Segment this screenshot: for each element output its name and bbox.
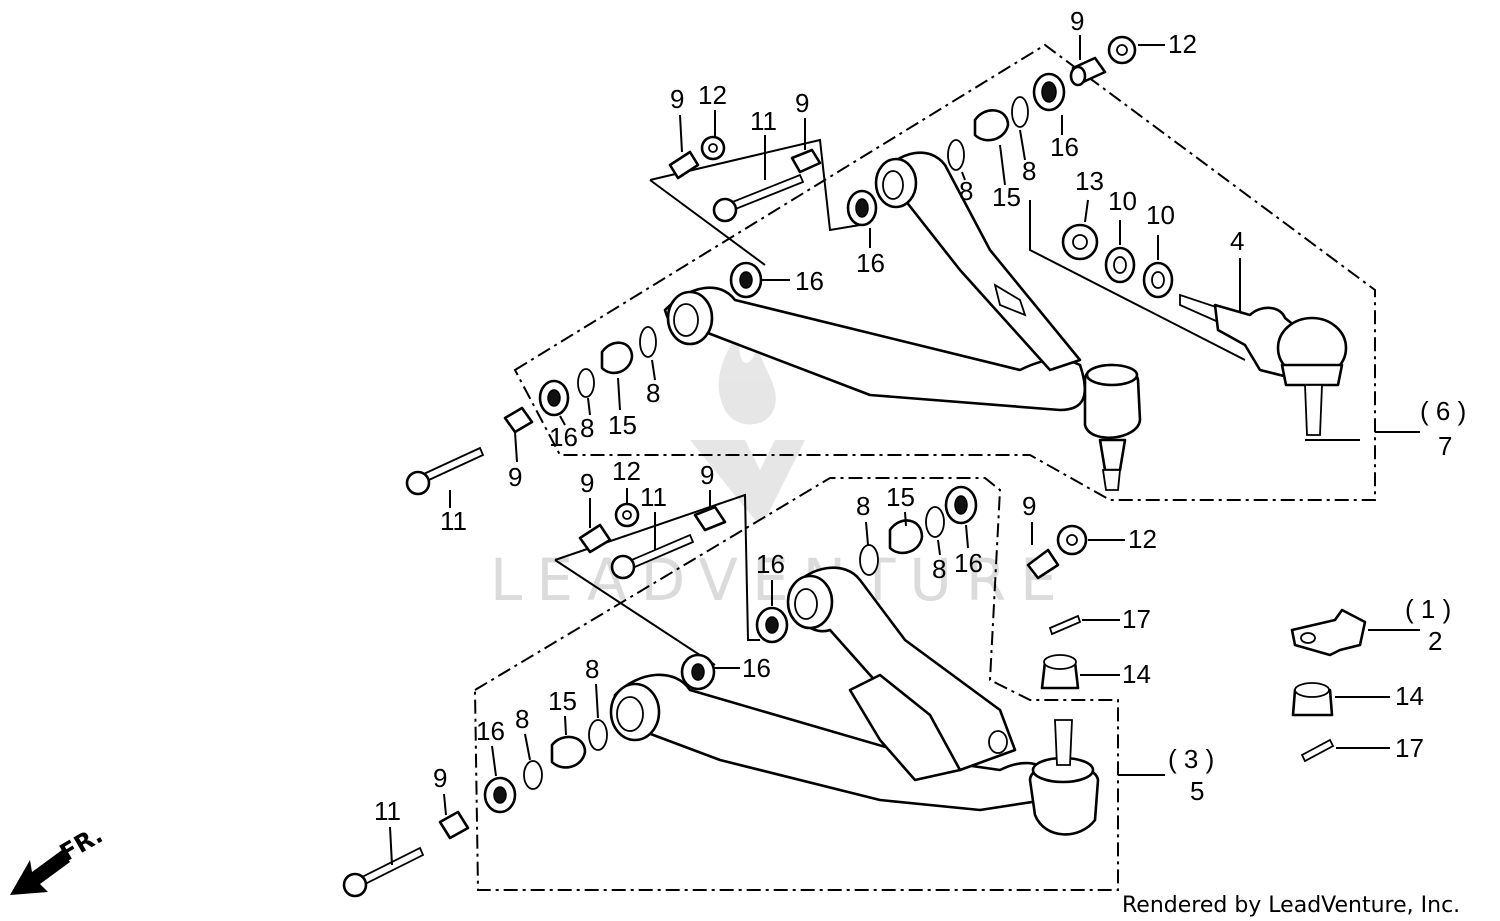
callout-12: 12 <box>1128 524 1157 554</box>
callout-12: 12 <box>612 456 641 486</box>
callout-8: 8 <box>580 413 594 443</box>
callout-15: 15 <box>548 686 577 716</box>
upper-arm-assembly: 9 12 9 12 11 9 16 8 8 15 13 10 10 4 16 1… <box>405 6 1466 536</box>
front-arrow-icon <box>10 850 70 895</box>
upper-hardware <box>405 35 1174 496</box>
callout-16: 16 <box>1050 132 1079 162</box>
callout-9: 9 <box>580 468 594 498</box>
front-direction-indicator: FR. <box>10 821 107 895</box>
leader <box>1019 129 1026 161</box>
leader <box>389 826 393 866</box>
callout-16: 16 <box>742 653 771 683</box>
callout-14: 14 <box>1122 659 1151 689</box>
callout-3: ( 3 ) <box>1168 744 1214 774</box>
cotter-pin <box>1300 738 1335 763</box>
side-parts: ( 1 ) 2 14 17 <box>1290 594 1451 763</box>
callout-16: 16 <box>476 716 505 746</box>
callout-11: 11 <box>374 796 401 826</box>
callout-9: 9 <box>795 88 809 118</box>
callout-10: 10 <box>1108 186 1137 216</box>
callout-8: 8 <box>515 704 529 734</box>
callout-2: 2 <box>1428 626 1442 656</box>
callout-13: 13 <box>1075 166 1104 196</box>
callout-12: 12 <box>1168 29 1197 59</box>
leader <box>617 377 621 411</box>
callout-8: 8 <box>856 491 870 521</box>
callout-16: 16 <box>856 248 885 278</box>
credit-text: Rendered by LeadVenture, Inc. <box>1122 893 1460 918</box>
leader <box>524 733 531 761</box>
leadventure-watermark: LEADVENTURE <box>490 330 1057 614</box>
callout-8: 8 <box>1022 156 1036 186</box>
leader <box>679 114 683 153</box>
leader <box>999 144 1006 186</box>
callout-4: 4 <box>1230 226 1244 256</box>
leader <box>649 179 766 266</box>
callout-11: 11 <box>640 482 667 512</box>
leader <box>564 715 567 736</box>
callout-17: 17 <box>1395 733 1424 763</box>
lower-a-arm <box>609 566 1100 836</box>
bracket-part <box>1290 608 1367 657</box>
lower-dashed-outline <box>473 477 1119 891</box>
callout-8: 8 <box>932 554 946 584</box>
leader <box>965 524 969 549</box>
callout-1: ( 1 ) <box>1405 594 1451 624</box>
callout-15: 15 <box>992 182 1021 212</box>
lower-hardware <box>342 485 1088 898</box>
callout-7: 7 <box>1438 431 1452 461</box>
callout-15: 15 <box>886 482 915 512</box>
leader <box>651 359 656 381</box>
callout-9: 9 <box>508 462 522 492</box>
leader <box>491 745 497 777</box>
leader <box>961 171 966 181</box>
leader <box>937 539 941 556</box>
callout-6: ( 6 ) <box>1420 396 1466 426</box>
callout-5: 5 <box>1190 776 1204 806</box>
callout-9: 9 <box>670 84 684 114</box>
leader <box>554 493 760 641</box>
leader <box>554 559 716 666</box>
callout-9: 9 <box>433 763 447 793</box>
callout-16: 16 <box>954 548 983 578</box>
callout-16: 16 <box>795 266 824 296</box>
callout-9: 9 <box>1070 6 1084 36</box>
callout-8: 8 <box>585 654 599 684</box>
upper-a-arm <box>663 151 1142 491</box>
leader <box>587 397 591 416</box>
leader <box>865 521 869 546</box>
callout-11: 11 <box>440 506 467 536</box>
leader <box>595 683 599 719</box>
callout-11: 11 <box>750 106 777 136</box>
tie-rod-end <box>1179 293 1348 436</box>
leader <box>904 511 907 527</box>
leader <box>443 793 447 816</box>
leader <box>649 138 861 232</box>
callout-9: 9 <box>700 460 714 490</box>
leader <box>559 415 566 426</box>
callout-8: 8 <box>959 176 973 206</box>
callout-16: 16 <box>756 549 785 579</box>
callout-14: 14 <box>1395 681 1424 711</box>
leader <box>1084 199 1089 223</box>
callout-16: 16 <box>549 422 578 452</box>
leader <box>514 431 518 463</box>
callout-9: 9 <box>1022 491 1036 521</box>
callout-15: 15 <box>608 410 637 440</box>
callout-8: 8 <box>646 378 660 408</box>
callout-12: 12 <box>698 80 727 110</box>
upper-dashed-outline <box>513 43 1376 501</box>
callout-17: 17 <box>1122 604 1151 634</box>
callout-10: 10 <box>1146 200 1175 230</box>
leader <box>1029 200 1246 361</box>
lower-arm-assembly: 9 12 11 9 8 15 8 16 9 12 16 16 17 14 8 1… <box>342 456 1214 898</box>
